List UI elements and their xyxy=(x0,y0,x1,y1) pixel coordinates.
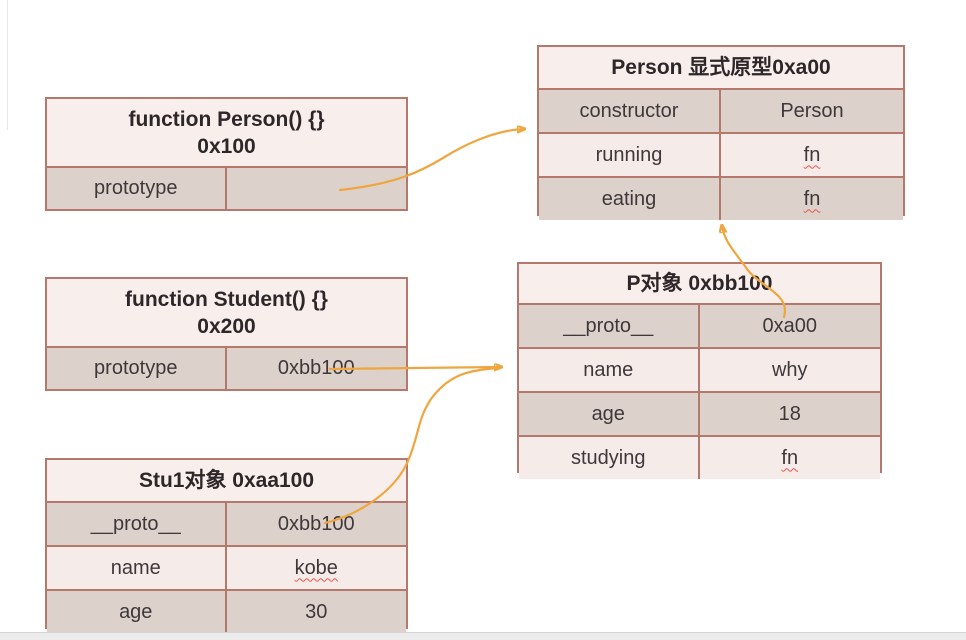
table-row: age 18 xyxy=(519,391,880,435)
table-person-prototype: Person 显式原型0xa00 constructor Person runn… xyxy=(537,45,905,220)
row-value xyxy=(226,168,406,209)
table-title: function Person() {} 0x100 xyxy=(47,99,406,166)
title-line2: 0x200 xyxy=(197,314,256,338)
row-value: 0xa00 xyxy=(699,305,880,347)
row-key: __proto__ xyxy=(519,305,700,347)
row-value: Person xyxy=(721,90,903,132)
row-key: running xyxy=(539,134,721,176)
title-line2: 0x100 xyxy=(197,134,256,158)
table-title: P对象 0xbb100 xyxy=(519,264,880,303)
table-student-function: function Student() {} 0x200 prototype 0x… xyxy=(45,277,408,391)
row-value: fn xyxy=(721,178,903,220)
table-row: __proto__ 0xbb100 xyxy=(47,501,406,545)
table-row: eating fn xyxy=(539,176,903,220)
table-row: studying fn xyxy=(519,435,880,479)
table-row: prototype 0xbb100 xyxy=(47,346,406,389)
row-value: 0xbb100 xyxy=(226,348,406,389)
row-value: fn xyxy=(699,437,880,479)
table-row: constructor Person xyxy=(539,88,903,132)
table-stu1-object: Stu1对象 0xaa100 __proto__ 0xbb100 name ko… xyxy=(45,458,408,633)
title-line1: function Person() {} xyxy=(128,107,325,131)
table-person-function: function Person() {} 0x100 prototype xyxy=(45,97,408,211)
table-row: __proto__ 0xa00 xyxy=(519,303,880,347)
row-key: name xyxy=(47,547,227,589)
table-title: Stu1对象 0xaa100 xyxy=(47,460,406,501)
row-value: why xyxy=(699,349,880,391)
row-value: 30 xyxy=(226,591,406,633)
table-row: name why xyxy=(519,347,880,391)
fn-value: fn xyxy=(803,143,821,166)
row-value: kobe xyxy=(226,547,406,589)
kobe-value: kobe xyxy=(294,556,338,579)
left-edge-line xyxy=(7,0,8,130)
row-value: 18 xyxy=(699,393,880,435)
row-value: 0xbb100 xyxy=(226,503,406,545)
table-p-object: P对象 0xbb100 __proto__ 0xa00 name why age… xyxy=(517,262,882,479)
row-key: name xyxy=(519,349,700,391)
row-key: age xyxy=(47,591,227,633)
row-value: fn xyxy=(721,134,903,176)
fn-value: fn xyxy=(803,187,821,210)
row-key: studying xyxy=(519,437,700,479)
row-key: constructor xyxy=(539,90,721,132)
title-line1: function Student() {} xyxy=(125,287,328,311)
table-title: function Student() {} 0x200 xyxy=(47,279,406,346)
table-row: prototype xyxy=(47,166,406,209)
row-key: eating xyxy=(539,178,721,220)
row-key: __proto__ xyxy=(47,503,227,545)
table-row: name kobe xyxy=(47,545,406,589)
table-row: age 30 xyxy=(47,589,406,633)
table-title: Person 显式原型0xa00 xyxy=(539,47,903,88)
row-key: prototype xyxy=(47,348,227,389)
fn-value: fn xyxy=(781,446,799,469)
bottom-bar xyxy=(0,632,966,640)
row-key: age xyxy=(519,393,700,435)
table-row: running fn xyxy=(539,132,903,176)
row-key: prototype xyxy=(47,168,227,209)
